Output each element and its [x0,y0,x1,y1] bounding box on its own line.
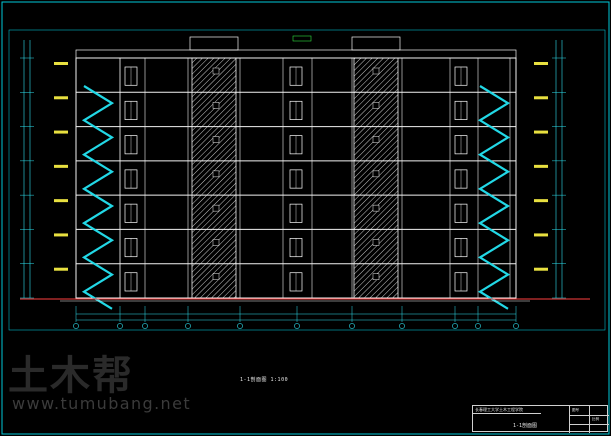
axis-bubble [73,323,79,329]
floor-label-mark [534,267,548,271]
core-window [212,239,220,246]
title-block-col-a: 图号 [572,408,579,412]
title-block: 长春理工大学土木工程学院 1-1剖面图 图号 比例 [472,405,609,433]
floor-label-mark [54,164,68,168]
core-window [212,170,220,178]
floor-label-mark [54,62,68,65]
axis-bubble [513,323,519,329]
core-window [372,273,380,280]
floor-label-mark [54,233,68,237]
core-window [212,204,220,212]
hatched-core [191,57,237,299]
axis-bubble [237,323,243,329]
title-block-col-b: 比例 [592,417,599,421]
roof-label-box [292,35,312,42]
core-window [372,136,380,143]
floor-label-mark [54,96,68,100]
floor-label-mark [54,130,68,134]
section-elevation [20,35,590,329]
roof-stair-house [189,36,239,51]
core-window [212,67,220,75]
core-window [212,136,220,143]
core-window [372,102,380,109]
title-block-divider [569,406,570,433]
title-block-divider [569,424,609,425]
hatched-core [353,57,399,299]
stair-flight [477,85,511,310]
axis-bubble [475,323,481,329]
axis-bubble [452,323,458,329]
core-window [372,239,380,246]
stair-flight [81,85,115,310]
floor-label-mark [54,267,68,271]
drawing-frame [8,29,606,331]
title-block-divider [569,415,609,416]
core-window [212,273,220,280]
floor-label-mark [534,233,548,237]
axis-bubble [142,323,148,329]
axis-bubble [349,323,355,329]
floor-label-mark [534,199,548,203]
floor-label-mark [54,199,68,203]
axis-bubble [294,323,300,329]
axis-bubble [117,323,123,329]
title-block-school: 长春理工大学土木工程学院 [473,406,541,414]
core-window [212,102,220,109]
title-block-divider [589,406,590,433]
title-block-drawing-name: 1-1剖面图 [513,423,538,429]
floor-label-mark [534,130,548,134]
axis-bubble [185,323,191,329]
core-window [372,204,380,212]
drawing-caption: 1-1剖面图 1:100 [240,377,289,383]
floor-label-mark [534,164,548,168]
watermark-url: www.tumubang.net [12,394,192,413]
floor-label-mark [534,62,548,65]
watermark: 土木帮 www.tumubang.net [8,356,191,412]
floor-label-mark [534,96,548,100]
axis-bubble [399,323,405,329]
core-window [372,170,380,178]
roof-stair-house [351,36,401,51]
core-window [372,67,380,75]
watermark-logo: 土木帮 [8,352,134,399]
